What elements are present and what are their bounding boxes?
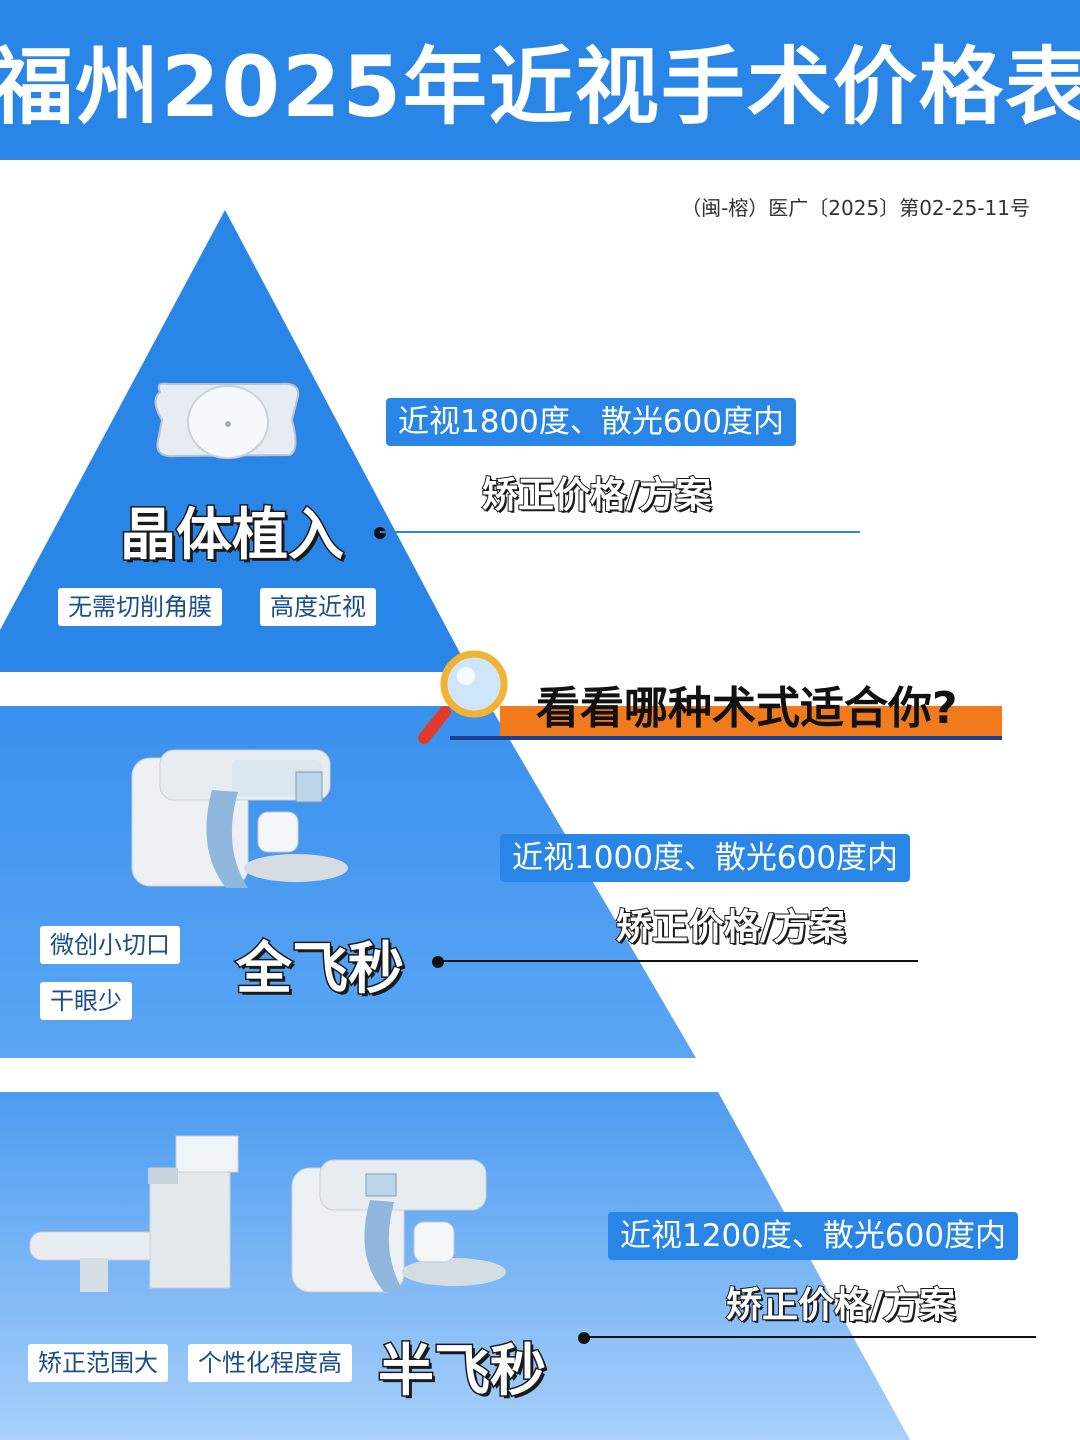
tier-3-plan-label[interactable]: 矫正价格/方案 xyxy=(725,1284,956,1327)
tier-1-dot xyxy=(374,527,386,539)
page-title: 福州2025年近视手术价格表 xyxy=(0,37,1080,136)
femto-laser-machine-2-image xyxy=(291,1159,506,1293)
tier-3-dot xyxy=(578,1332,590,1344)
tier-2-tag-1: 微创小切口 xyxy=(40,926,180,964)
approval-number: （闽-榕）医广〔2025〕第02-25-11号 xyxy=(681,196,1030,220)
tier-3-tag-2: 个性化程度高 xyxy=(188,1344,352,1382)
tier-1-spec: 近视1800度、散光600度内 xyxy=(386,398,797,446)
tier-1-leader-line xyxy=(380,531,860,533)
tier-2-leader-line xyxy=(438,960,918,962)
tier-2-plan-label[interactable]: 矫正价格/方案 xyxy=(615,906,846,949)
tier-2-spec: 近视1000度、散光600度内 xyxy=(500,834,911,882)
tier-3-surgery-name: 半飞秒 xyxy=(377,1338,548,1406)
tier-2-dot xyxy=(432,956,444,968)
tier-1-tag-1: 无需切削角膜 xyxy=(58,588,222,626)
cta-text: 看看哪种术式适合你? xyxy=(536,683,958,734)
magnifier-icon xyxy=(418,650,508,744)
tier-3-spec: 近视1200度、散光600度内 xyxy=(608,1212,1019,1260)
tier-1-surgery-name: 晶体植入 xyxy=(119,502,346,570)
tier-1-tag-2: 高度近视 xyxy=(260,588,376,626)
cta-highlight-bar xyxy=(500,706,1002,740)
cta-underline xyxy=(450,736,1002,740)
tier-2-tag-2: 干眼少 xyxy=(40,982,132,1020)
femto-laser-machine-image xyxy=(131,749,348,888)
excimer-laser-machine-image xyxy=(29,1135,239,1292)
tier-1-plan-label[interactable]: 矫正价格/方案 xyxy=(481,474,712,517)
icl-lens-image xyxy=(154,382,300,459)
tier-2-surgery-name: 全飞秒 xyxy=(235,936,406,1004)
tier-3-tag-1: 矫正范围大 xyxy=(28,1344,168,1382)
tier-3-leader-line xyxy=(584,1336,1036,1338)
page-header: 福州2025年近视手术价格表 xyxy=(0,0,1080,160)
